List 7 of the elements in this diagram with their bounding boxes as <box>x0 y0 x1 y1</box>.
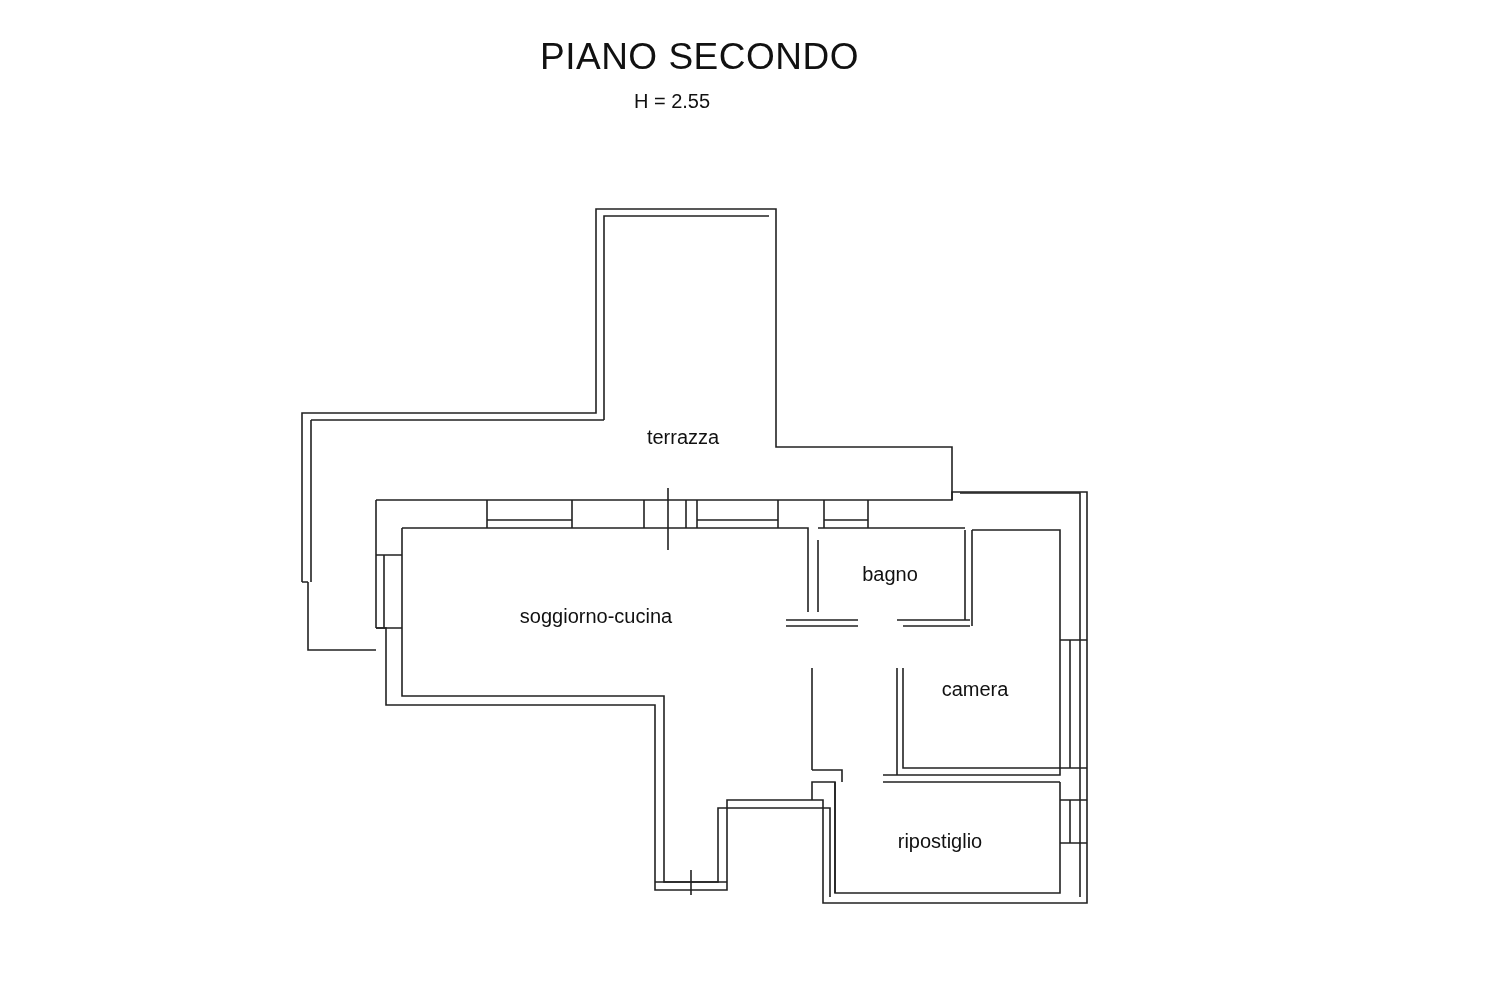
plan-title: PIANO SECONDO <box>540 36 859 78</box>
room-label: terrazza <box>646 425 720 449</box>
room-label: camera <box>941 677 1009 701</box>
room-label: soggiorno-cucina <box>519 604 673 628</box>
room-label: bagno <box>862 562 918 586</box>
room-label: ripostiglio <box>897 829 983 853</box>
ceiling-height-note: H = 2.55 <box>633 89 711 113</box>
